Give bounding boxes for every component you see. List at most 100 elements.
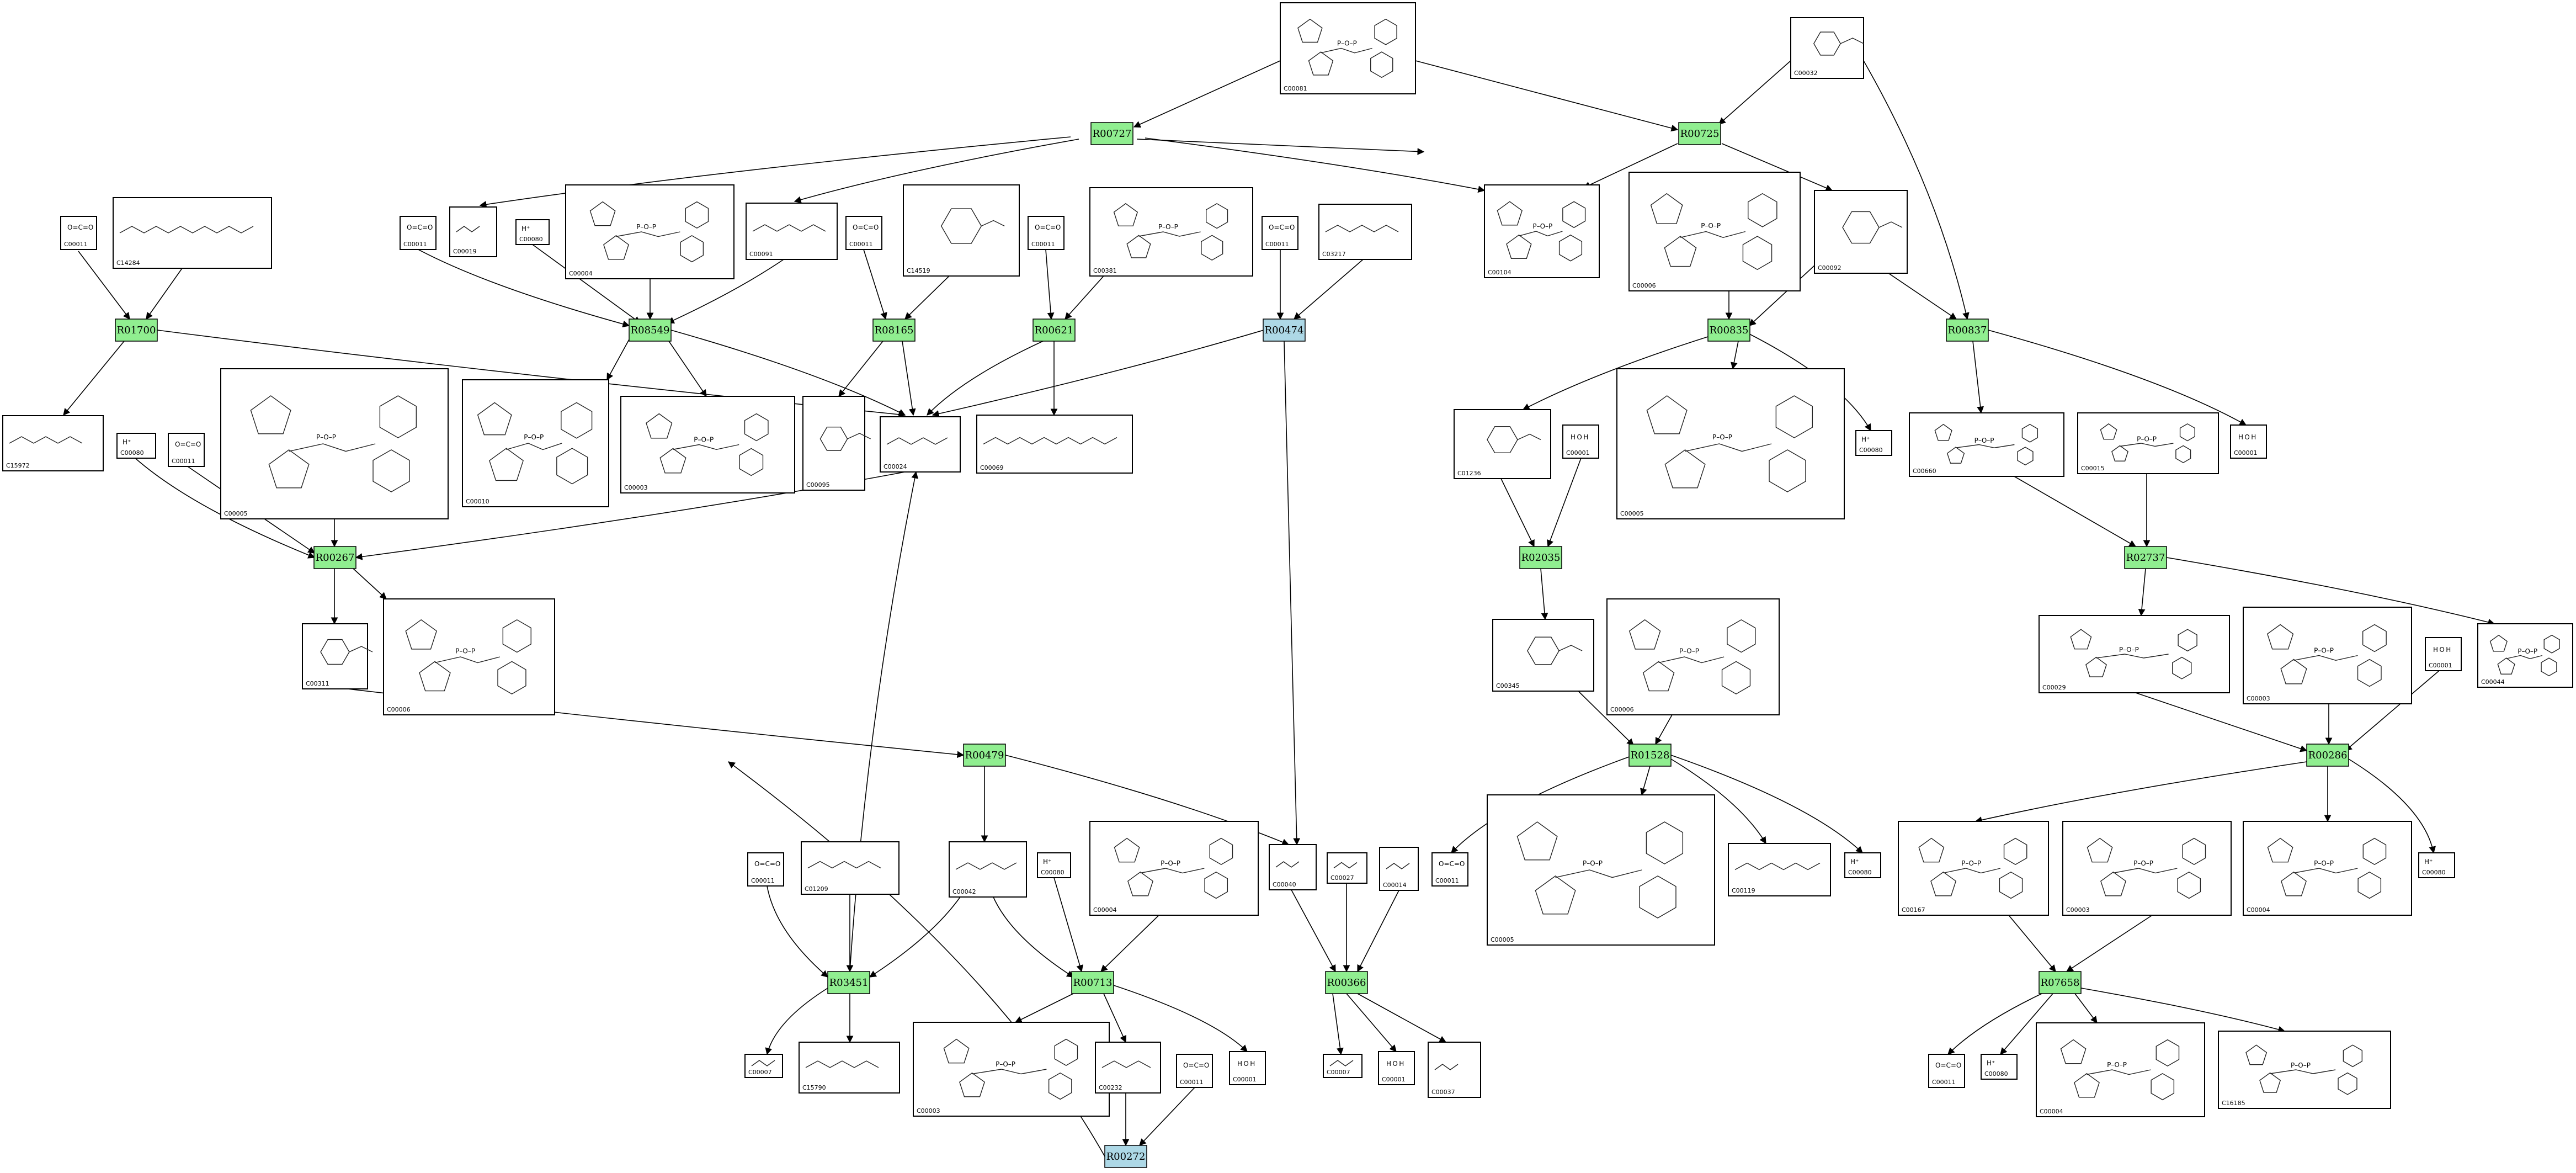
reaction-node[interactable]: R00713 xyxy=(1071,971,1114,994)
reaction-node[interactable]: R00267 xyxy=(313,546,356,569)
reaction-node[interactable]: R00621 xyxy=(1032,319,1076,342)
compound-node[interactable]: H⁺C00080 xyxy=(1855,430,1892,456)
reaction-box xyxy=(1325,971,1368,994)
reaction-edge xyxy=(353,568,387,599)
reaction-node[interactable]: R00835 xyxy=(1707,319,1750,342)
compound-node[interactable]: C15790 xyxy=(799,1042,900,1094)
reaction-id-label: R00474 xyxy=(1265,325,1304,336)
reaction-node[interactable]: R00725 xyxy=(1678,122,1721,145)
reaction-node[interactable]: R00366 xyxy=(1325,971,1368,994)
compound-node[interactable]: C14284 xyxy=(113,197,272,269)
compound-node[interactable]: C00092 xyxy=(1814,190,1908,274)
compound-node[interactable]: C00042 xyxy=(949,841,1027,898)
compound-node[interactable]: C00007 xyxy=(1323,1054,1362,1078)
reaction-edge xyxy=(1583,143,1678,188)
compound-node[interactable]: C03217 xyxy=(1318,204,1412,260)
compound-box xyxy=(1280,2,1416,94)
reaction-node[interactable]: R00479 xyxy=(963,744,1006,767)
reaction-node[interactable]: R00272 xyxy=(1104,1145,1147,1168)
reaction-node[interactable]: R00727 xyxy=(1090,122,1133,145)
reaction-node[interactable]: R07658 xyxy=(2039,971,2082,994)
compound-node[interactable]: C00345 xyxy=(1492,619,1594,692)
compound-node[interactable]: C15972 xyxy=(2,415,104,471)
svg-text:P–O–P: P–O–P xyxy=(2518,647,2537,655)
compound-node[interactable]: H⁺C00080 xyxy=(1037,852,1071,878)
reaction-box xyxy=(2124,546,2167,569)
compound-node[interactable]: C00311 xyxy=(302,623,373,689)
compound-node[interactable]: C01236 xyxy=(1454,409,1551,479)
compound-node[interactable]: C00040 xyxy=(1269,844,1317,890)
reaction-node[interactable]: R03451 xyxy=(827,971,870,994)
reaction-node[interactable]: R02737 xyxy=(2124,546,2167,569)
reaction-node[interactable]: R08549 xyxy=(629,319,672,342)
reaction-node[interactable]: R00286 xyxy=(2306,744,2349,767)
compound-node[interactable]: C00091 xyxy=(746,203,838,260)
compound-node[interactable]: C00119 xyxy=(1728,843,1831,896)
compound-node[interactable]: H⁺C00080 xyxy=(1844,852,1881,878)
reaction-node[interactable]: R01528 xyxy=(1628,744,1672,767)
compound-node[interactable]: H⁺C00080 xyxy=(2418,852,2455,878)
reaction-node[interactable]: R08165 xyxy=(872,319,916,342)
compound-node[interactable]: H⁺C00080 xyxy=(1981,1054,2018,1080)
compound-node[interactable]: C14519 xyxy=(903,184,1020,277)
reaction-node[interactable]: R01700 xyxy=(115,319,158,342)
compound-node[interactable]: C00232 xyxy=(1095,1042,1161,1094)
compound-node[interactable]: C00024 xyxy=(880,416,961,473)
compound-node[interactable]: C00019 xyxy=(449,206,497,257)
compound-node[interactable]: C00095 xyxy=(802,396,871,491)
reaction-node[interactable]: R02035 xyxy=(1519,546,1562,569)
compound-node[interactable]: C00069 xyxy=(976,415,1133,474)
compound-node[interactable]: C00032 xyxy=(1790,17,1864,79)
reaction-node[interactable]: R00837 xyxy=(1946,319,1989,342)
compound-node[interactable]: H⁺C00080 xyxy=(116,433,156,459)
compound-node[interactable]: C00007 xyxy=(744,1054,783,1078)
reaction-node[interactable]: R00474 xyxy=(1263,319,1306,342)
compound-node[interactable]: H⁺C00080 xyxy=(515,219,550,245)
compound-node[interactable]: C00037 xyxy=(1428,1042,1481,1098)
compound-node[interactable]: C00027 xyxy=(1327,852,1367,884)
compound-node[interactable]: C00014 xyxy=(1379,847,1419,891)
compound-node[interactable]: C01209 xyxy=(801,841,900,895)
reaction-edge xyxy=(863,249,887,320)
svg-text:H⁺: H⁺ xyxy=(123,438,131,446)
